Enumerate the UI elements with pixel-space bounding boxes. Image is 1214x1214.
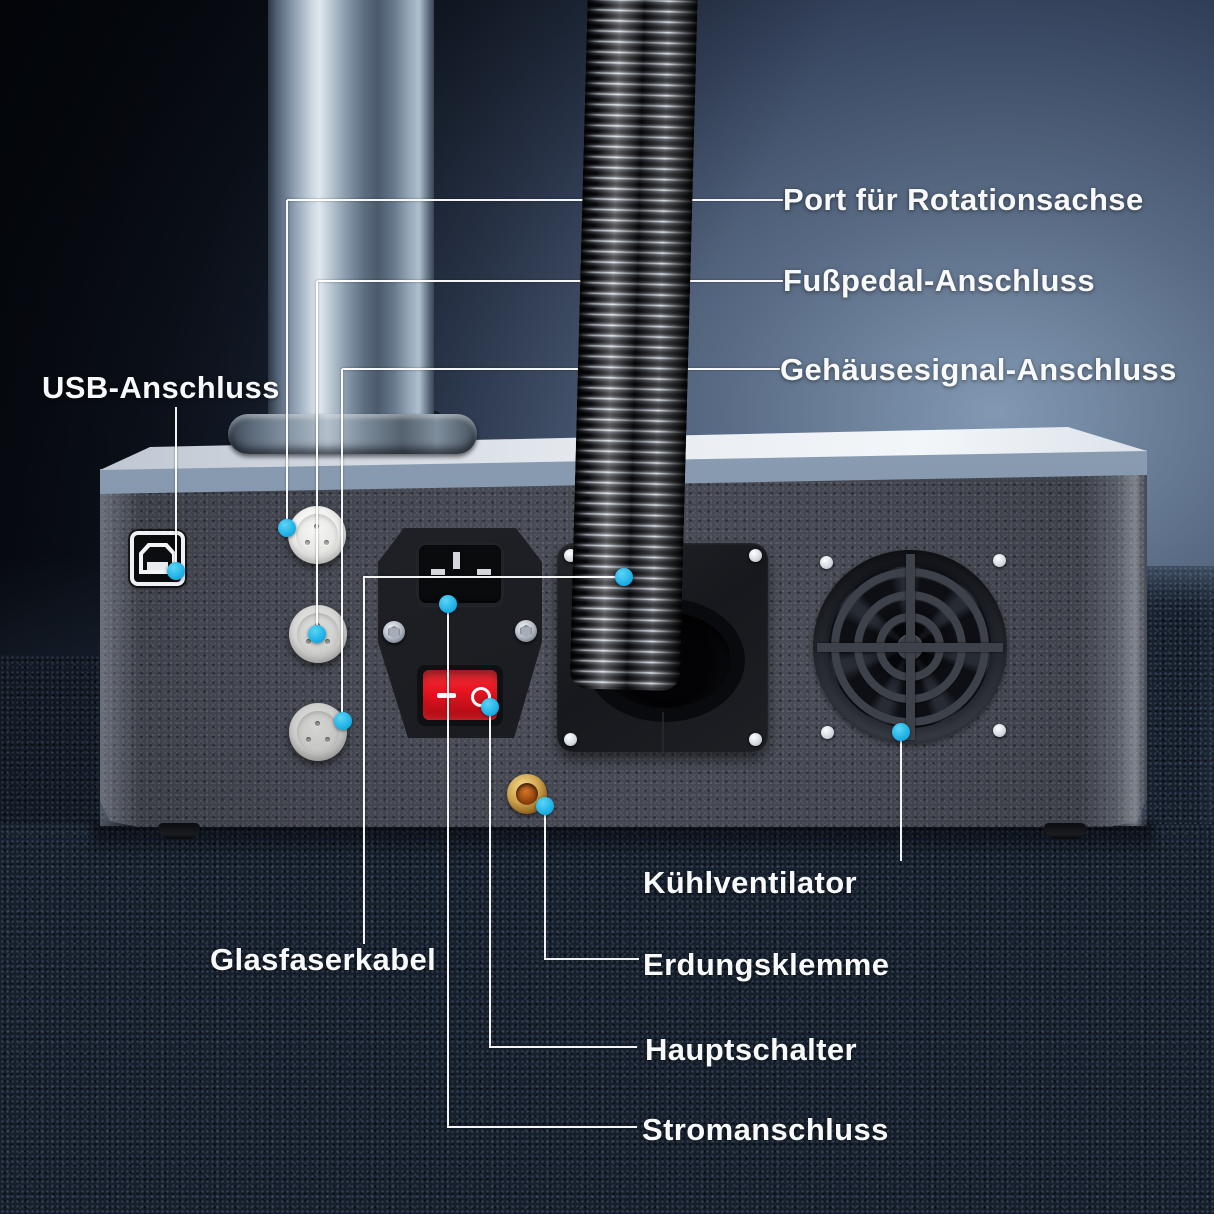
callout-line-rotary xyxy=(286,200,288,527)
fan-grille-bar xyxy=(817,642,1003,652)
label-cooling-fan: Kühlventilator xyxy=(643,865,858,900)
callout-line-fiber xyxy=(363,576,624,578)
panel-left-highlight xyxy=(100,470,140,826)
connector-pin xyxy=(325,737,330,742)
callout-line-power xyxy=(447,1126,637,1128)
callout-dot-housing xyxy=(334,712,352,730)
connector-pin xyxy=(324,540,329,545)
label-power-inlet: Stromanschluss xyxy=(642,1112,889,1147)
socket-ground-pin xyxy=(453,552,460,569)
callout-line-usb xyxy=(175,407,177,569)
panel-right-highlight xyxy=(1080,462,1147,826)
socket-neutral-pin xyxy=(477,569,491,575)
socket-live-pin xyxy=(431,569,445,575)
floor xyxy=(0,824,1214,1214)
callout-line-mainswitch xyxy=(489,712,491,1048)
column-base xyxy=(228,414,477,454)
plate-screw xyxy=(749,549,762,562)
fan-screw xyxy=(820,556,833,569)
connector-pin xyxy=(305,540,310,545)
plate-screw xyxy=(749,733,762,746)
callout-line-power xyxy=(447,609,449,1128)
connector-pin xyxy=(325,639,330,644)
callout-line-ground xyxy=(544,958,639,960)
callout-dot-footpedal xyxy=(308,625,326,643)
grounding-stud-center xyxy=(516,783,538,805)
label-fiber-cable: Glasfaserkabel xyxy=(210,942,437,977)
callout-dot-rotary xyxy=(278,519,296,537)
callout-line-footpedal xyxy=(316,281,318,631)
module-screw-right xyxy=(515,620,537,642)
connector-cap xyxy=(297,711,339,753)
callout-line-fan xyxy=(900,737,902,861)
callout-line-fiber xyxy=(363,577,365,944)
fan-screw xyxy=(821,726,834,739)
machine-foot-left xyxy=(158,823,200,839)
plate-seam xyxy=(662,712,664,752)
usb-contact-bar xyxy=(147,562,168,570)
label-footpedal: Fußpedal-Anschluss xyxy=(783,263,1096,298)
connector-pin xyxy=(306,737,311,742)
plate-screw xyxy=(564,733,577,746)
callout-dot-fiber xyxy=(615,568,633,586)
label-usb: USB-Anschluss xyxy=(42,370,280,405)
label-rotary-port: Port für Rotationsachse xyxy=(783,182,1144,217)
callout-line-rotary xyxy=(287,199,783,201)
module-screw-left xyxy=(383,621,405,643)
hex-socket xyxy=(388,626,400,638)
column-shaft xyxy=(268,0,434,418)
label-ground-clamp: Erdungsklemme xyxy=(643,947,890,982)
label-housing-signal: Gehäusesignal-Anschluss xyxy=(780,352,1177,387)
switch-on-icon xyxy=(437,693,456,698)
cooling-fan-icon xyxy=(813,550,1007,744)
machine-shadow xyxy=(92,822,1154,856)
callout-line-housing xyxy=(342,368,780,370)
callout-dot-ground xyxy=(536,797,554,815)
fan-screw xyxy=(993,724,1006,737)
callout-dot-fan xyxy=(892,723,910,741)
callout-dot-usb xyxy=(167,562,185,580)
hex-socket xyxy=(520,625,532,637)
fan-screw xyxy=(993,554,1006,567)
callout-dot-mainswitch xyxy=(481,698,499,716)
callout-line-housing xyxy=(341,369,343,718)
connector-pin xyxy=(315,721,320,726)
connector-pin xyxy=(306,639,311,644)
machine-foot-right xyxy=(1044,823,1086,839)
callout-line-mainswitch xyxy=(489,1046,637,1048)
label-main-switch: Hauptschalter xyxy=(645,1032,857,1067)
callout-line-ground xyxy=(544,810,546,959)
callout-line-footpedal xyxy=(317,280,783,282)
callout-dot-power xyxy=(439,595,457,613)
